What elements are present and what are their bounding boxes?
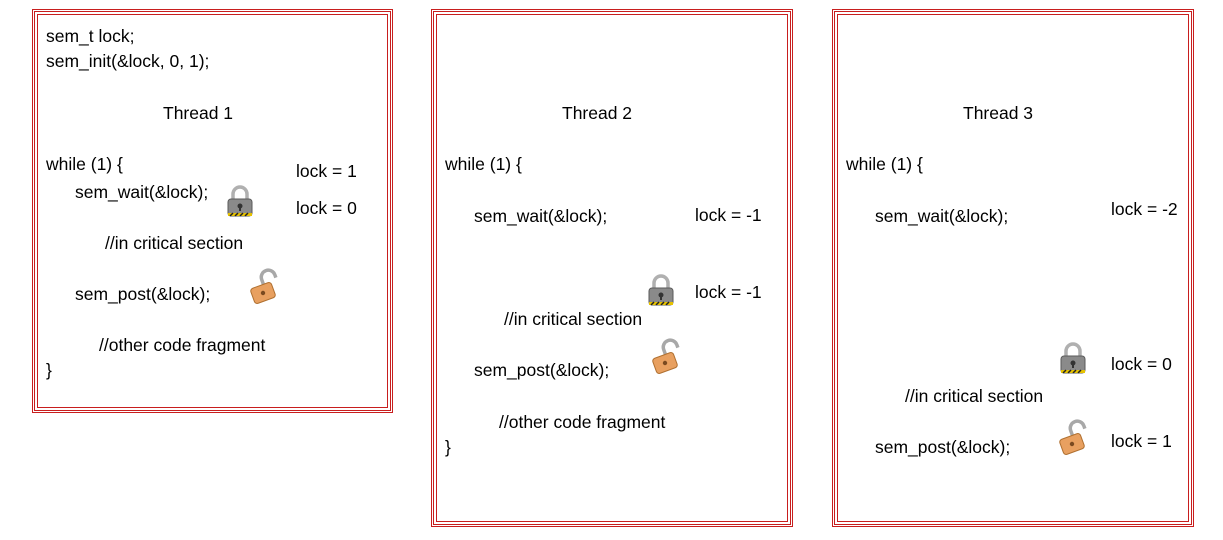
- lock-closed-icon: [227, 185, 253, 217]
- thread-1-panel: [32, 9, 393, 413]
- thread-3-lock-released: lock = 1: [1111, 431, 1172, 451]
- lock-open-icon: [250, 268, 278, 304]
- thread-2-sem-post: sem_post(&lock);: [474, 360, 610, 380]
- thread-2-loop-open: while (1) {: [445, 154, 522, 174]
- thread-1-lock-before: lock = 1: [296, 161, 357, 181]
- thread-2-panel-border: [436, 14, 788, 522]
- thread-2-sem-wait: sem_wait(&lock);: [474, 206, 608, 226]
- thread-2-loop-close: }: [445, 437, 451, 457]
- thread-1-sem-post: sem_post(&lock);: [75, 284, 211, 304]
- thread-3-panel: [832, 9, 1194, 527]
- thread-1-title: Thread 1: [163, 103, 234, 123]
- thread-1-loop-open: while (1) {: [46, 154, 123, 174]
- thread-3-critical-comment: //in critical section: [905, 386, 1044, 406]
- thread-2-panel: [431, 9, 793, 527]
- thread-2-other-comment: //other code fragment: [499, 412, 666, 432]
- lock-open-icon: [652, 338, 680, 374]
- thread-3-sem-wait: sem_wait(&lock);: [875, 206, 1009, 226]
- thread-3-lock-wait: lock = -2: [1111, 199, 1178, 219]
- thread-3-title: Thread 3: [963, 103, 1034, 123]
- thread-2-critical-comment: //in critical section: [504, 309, 643, 329]
- thread-1-lock-after: lock = 0: [296, 198, 357, 218]
- thread-1-loop-close: }: [46, 360, 52, 380]
- lock-closed-icon: [1060, 342, 1086, 374]
- sem-init-call: sem_init(&lock, 0, 1);: [46, 51, 210, 71]
- thread-2-lock-wait: lock = -1: [695, 205, 762, 225]
- sem-declaration: sem_t lock;: [46, 26, 135, 46]
- thread-3-panel-border: [837, 14, 1189, 522]
- thread-2-title: Thread 2: [562, 103, 633, 123]
- thread-2-lock-acquired: lock = -1: [695, 282, 762, 302]
- lock-open-icon: [1059, 419, 1087, 455]
- thread-3-lock-acquired: lock = 0: [1111, 354, 1172, 374]
- lock-closed-icon: [648, 274, 674, 306]
- thread-1-other-comment: //other code fragment: [99, 335, 266, 355]
- thread-3-loop-open: while (1) {: [846, 154, 923, 174]
- thread-1-critical-comment: //in critical section: [105, 233, 244, 253]
- thread-1-sem-wait: sem_wait(&lock);: [75, 182, 209, 202]
- thread-1-panel-border: [37, 14, 388, 408]
- thread-3-sem-post: sem_post(&lock);: [875, 437, 1011, 457]
